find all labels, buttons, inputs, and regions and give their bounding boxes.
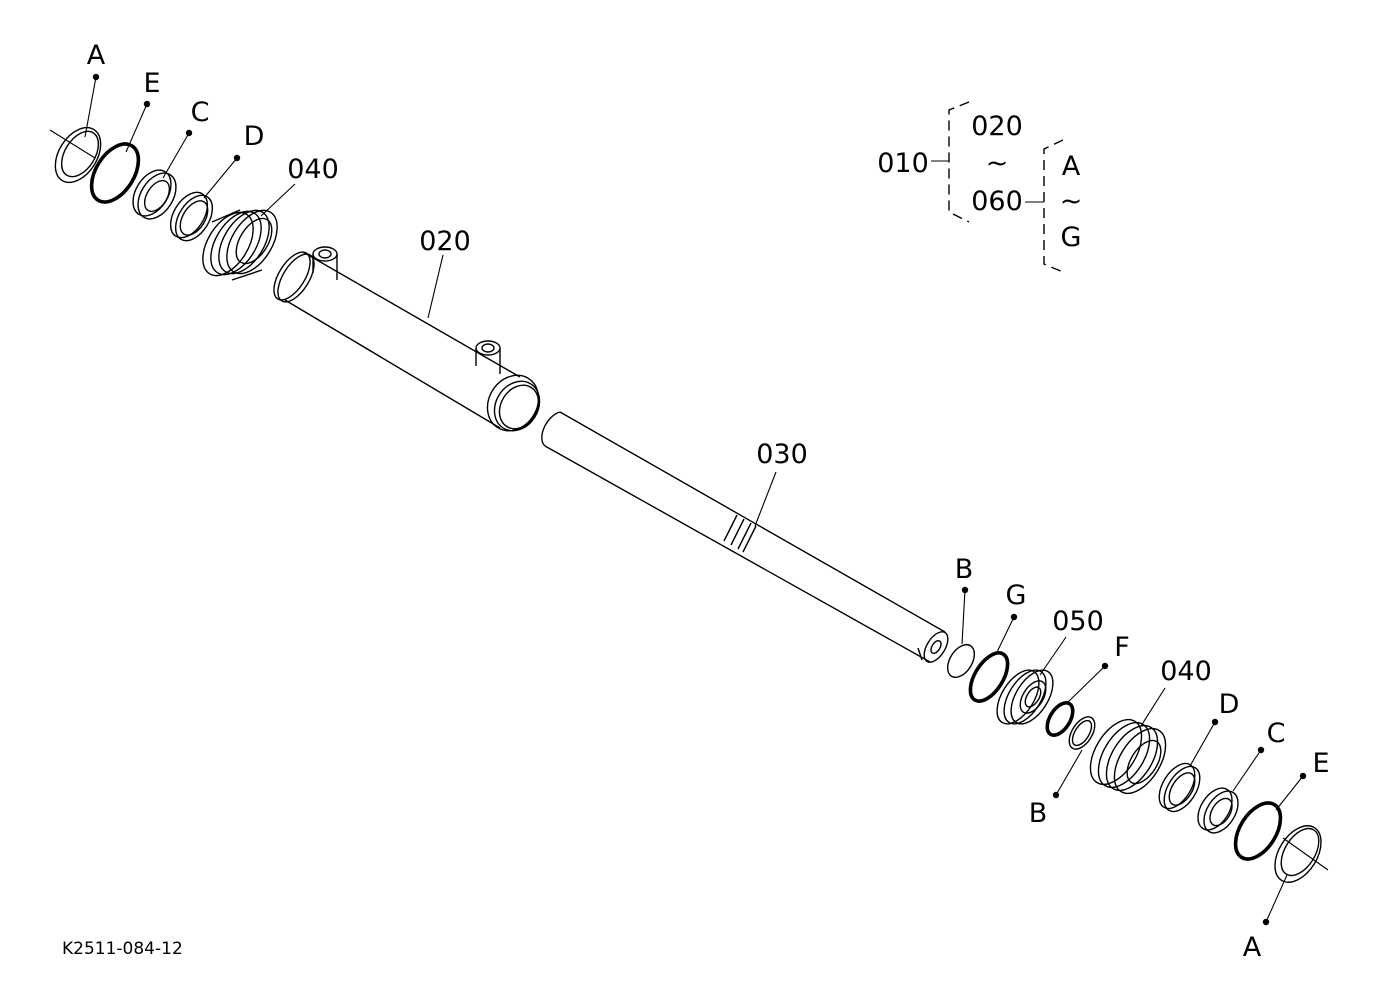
cylinder-tube-020	[273, 246, 541, 432]
ring-d-top	[169, 191, 214, 242]
legend-range-tilde: ~	[986, 148, 1009, 179]
piston-050	[996, 669, 1054, 725]
callout-tube-020: 020	[419, 226, 471, 257]
callout-ring-d-top: D	[244, 121, 265, 152]
callout-oring-e-bottom: E	[1312, 748, 1329, 779]
cylinder-head-040-bottom	[1089, 718, 1167, 795]
snap-ring-a-bottom	[1274, 825, 1329, 883]
callout-ring-d-bottom: D	[1219, 689, 1240, 720]
callout-oring-g: G	[1006, 580, 1027, 611]
callout-ring-b-upper: B	[955, 554, 974, 585]
callout-ring-a-bottom: A	[1243, 932, 1262, 963]
callout-head-040-top: 040	[287, 154, 339, 185]
leader-lines	[84, 73, 1307, 926]
snap-ring-a-top	[49, 126, 102, 184]
ring-c-top	[132, 169, 177, 220]
legend-range-end: 060	[971, 186, 1023, 217]
legend-kit-tilde: ~	[1060, 186, 1083, 217]
ring-b-lower	[1068, 716, 1096, 750]
legend-kit-end: G	[1061, 222, 1082, 253]
ring-c-bottom	[1197, 787, 1239, 834]
callout-ring-f: F	[1114, 632, 1130, 663]
callout-piston-050: 050	[1052, 606, 1104, 637]
o-ring-e-top	[89, 142, 141, 204]
cylinder-head-040-top	[202, 209, 278, 281]
callout-ring-c-top: C	[191, 97, 210, 128]
callout-ring-a-top: A	[87, 40, 106, 71]
ring-b-upper	[946, 643, 976, 679]
legend-range-start: 020	[971, 111, 1023, 142]
legend-kit-start: A	[1062, 151, 1081, 182]
drawing-code: K2511-084-12	[62, 939, 183, 959]
piston-rod-030	[541, 411, 949, 663]
ring-f	[1045, 701, 1075, 737]
callout-ring-b-lower: B	[1029, 798, 1048, 829]
callout-ring-c-bottom: C	[1267, 718, 1286, 749]
o-ring-g	[968, 651, 1010, 703]
legend-assembly: 010	[877, 148, 929, 179]
callout-rod-030: 030	[756, 439, 808, 470]
o-ring-e-bottom	[1233, 801, 1283, 861]
callout-oring-e-top: E	[143, 68, 160, 99]
callout-head-040-bottom: 040	[1160, 656, 1212, 687]
assembly-legend: 010 020 ~ 060 A ~ G	[877, 101, 1083, 273]
